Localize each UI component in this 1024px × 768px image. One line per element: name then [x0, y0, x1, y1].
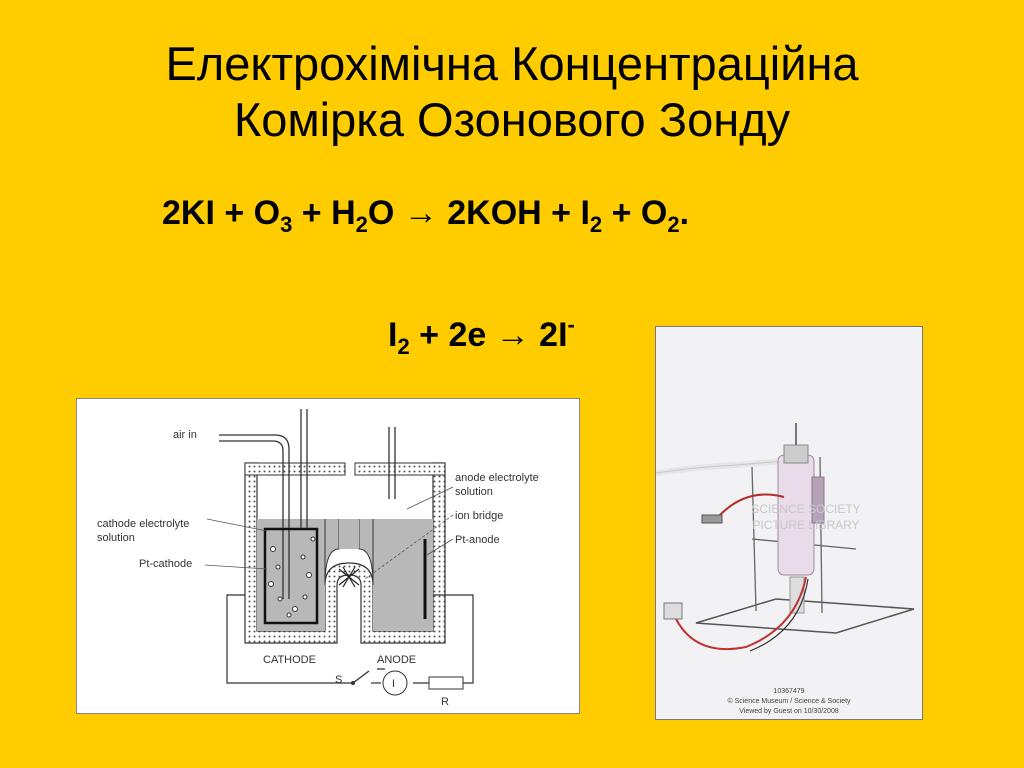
bridge-fill [339, 519, 359, 549]
bridge-tubes [324, 519, 374, 586]
leader-line [204, 564, 268, 570]
air-bubbles [268, 536, 316, 618]
anode-cap [354, 462, 446, 476]
bubble [302, 594, 308, 600]
leader-line [406, 486, 454, 510]
leader-line [364, 514, 454, 580]
eq1-part: + O [602, 194, 668, 232]
leader-line [426, 538, 454, 556]
eq1-part: + H [292, 194, 356, 232]
reaction-equation-2: I2 + 2e → 2I- [388, 312, 575, 360]
wire-connector [701, 514, 723, 524]
ozonesonde-photo: SCIENCE SOCIETY PICTURE LIBRARY 10367479… [655, 326, 923, 720]
bubble [292, 606, 298, 612]
caption-credit: © Science Museum / Science & Society [727, 697, 851, 705]
reaction-equation-1: 2KI + O3 + H2O → 2KOH + I2 + O2. [162, 194, 689, 238]
red-wire-lower [675, 576, 807, 651]
bubble [275, 564, 281, 570]
black-wire [749, 578, 809, 652]
ion-bridge-mesh [338, 566, 360, 588]
eq1-subscript: 2 [667, 212, 680, 237]
label-ion-bridge: ion bridge [455, 510, 503, 522]
title-line-1: Електрохімічна Концентраційна [165, 37, 859, 90]
label-leaders [204, 486, 454, 580]
label-meter: I [392, 678, 395, 690]
cell-diagram-svg: air in anode electrolyte solution ion br… [97, 409, 539, 708]
eq1-part: 2KI + O [162, 194, 281, 232]
pt-cathode-electrode [263, 527, 319, 625]
caption-viewed: Viewed by Guest on 10/30/2008 [739, 708, 839, 715]
bubble [300, 554, 306, 560]
switch-pivot [351, 681, 355, 685]
label-solution-cathode: solution [97, 532, 135, 544]
label-cathode: CATHODE [263, 654, 316, 666]
switch-lever [352, 670, 370, 684]
red-wire [717, 493, 785, 518]
label-solution-anode: solution [455, 486, 493, 498]
caption-id: 10367479 [773, 688, 804, 695]
eq1-subscript: 3 [280, 212, 293, 237]
bubble [306, 572, 312, 578]
current-meter [382, 670, 408, 696]
bubble [268, 581, 274, 587]
tubing-edge [655, 460, 785, 474]
leader-line [206, 518, 268, 532]
bubble [270, 546, 276, 552]
label-switch: S [335, 674, 342, 686]
eq2-part: + 2e → 2I [409, 316, 568, 354]
eq2-part: I [388, 316, 398, 354]
eq2-superscript: - [567, 312, 575, 337]
bubble [286, 612, 292, 618]
label-anode-electrolyte: anode electrolyte [455, 472, 539, 484]
slide-title: Електрохімічна Концентраційна Комірка Оз… [0, 36, 1024, 148]
resistor [428, 676, 464, 690]
eq1-part: O → 2KOH + I [367, 194, 590, 232]
watermark-line-2: PICTURE LIBRARY [752, 518, 859, 532]
ozonesonde-photo-svg: SCIENCE SOCIETY PICTURE LIBRARY 10367479… [655, 327, 922, 719]
anode-electrolyte [373, 519, 433, 631]
cell-top [783, 444, 809, 464]
eq1-subscript: 2 [355, 212, 368, 237]
air-inlet-tube-inner [219, 440, 284, 599]
label-resistor: R [441, 696, 449, 708]
photo-caption: 10367479 © Science Museum / Science & So… [727, 688, 851, 715]
cell-diagram: air in anode electrolyte solution ion br… [76, 398, 580, 714]
title-line-2: Комірка Озонового Зонду [233, 93, 791, 146]
label-anode: ANODE [377, 654, 416, 666]
bubble [277, 596, 283, 602]
bubble [310, 536, 316, 542]
circuit-wires [226, 594, 474, 684]
base-frame [695, 598, 915, 634]
air-inlet-tube [219, 434, 290, 599]
label-cathode-electrolyte: cathode electrolyte [97, 518, 189, 530]
watermark-line-1: SCIENCE SOCIETY [751, 502, 860, 516]
terminal-block [663, 602, 683, 620]
label-pt-anode: Pt-anode [455, 534, 500, 546]
eq1-part: . [679, 194, 690, 232]
label-air-in: air in [173, 429, 197, 441]
label-pt-cathode: Pt-cathode [139, 558, 192, 570]
eq1-subscript: 2 [589, 212, 603, 237]
side-clamp [811, 476, 825, 524]
cathode-cap [244, 462, 346, 476]
eq2-subscript: 2 [397, 334, 410, 359]
diagram-labels: air in anode electrolyte solution ion br… [97, 429, 539, 708]
cell-stem [789, 576, 805, 614]
